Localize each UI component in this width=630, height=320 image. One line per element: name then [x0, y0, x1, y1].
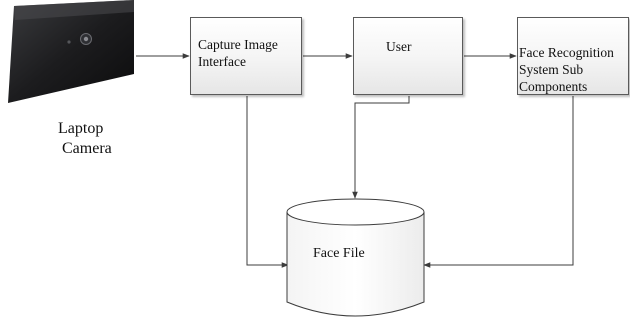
- laptop-camera-image: [8, 0, 134, 103]
- user-label: User: [386, 39, 412, 54]
- face-file-cylinder: [286, 198, 425, 317]
- capture-image-label-line2: Interface: [198, 54, 246, 69]
- capture-image-label-line1: Capture Image: [198, 37, 278, 52]
- user-box: User: [353, 17, 463, 95]
- face-recognition-label-line3: Components: [519, 79, 588, 94]
- face-recognition-label-line1: Face Recognition: [519, 45, 614, 60]
- edge-capture-to-face-file: [246, 96, 289, 268]
- face-recognition-label-line2: System Sub: [519, 62, 584, 77]
- laptop-camera-label-line2: Camera: [62, 140, 112, 157]
- laptop-camera-label-line1: Laptop: [58, 120, 104, 137]
- face-file-label: Face File: [313, 246, 365, 261]
- edge-user-to-face-file: [352, 96, 410, 199]
- capture-image-interface-box: Capture Image Interface: [190, 17, 302, 95]
- edge-face-recognition-to-face-file: [423, 96, 574, 268]
- face-recognition-subsystem-box: Face Recognition System Sub Components: [517, 17, 629, 95]
- laptop-camera-label: Laptop Camera: [58, 119, 138, 159]
